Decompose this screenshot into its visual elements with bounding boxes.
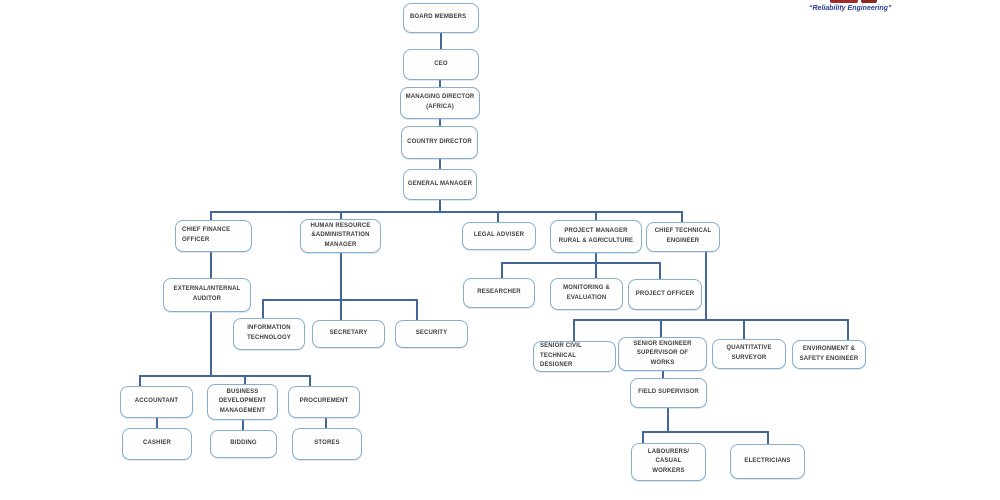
connector-line bbox=[242, 420, 244, 430]
org-node-po: PROJECT OFFICER bbox=[628, 279, 702, 310]
connector-line bbox=[662, 371, 664, 378]
org-node-auditor: EXTERNAL/INTERNAL AUDITOR bbox=[163, 278, 251, 312]
connector-line bbox=[210, 211, 683, 213]
connector-line bbox=[244, 376, 246, 384]
connector-line bbox=[439, 159, 441, 169]
connector-line bbox=[139, 376, 141, 386]
connector-line bbox=[340, 212, 342, 219]
connector-line bbox=[440, 33, 442, 49]
org-node-stores: STORES bbox=[292, 428, 362, 460]
org-node-cd: COUNTRY DIRECTOR bbox=[401, 126, 478, 159]
connector-line bbox=[573, 319, 849, 321]
connector-line bbox=[681, 212, 683, 222]
connector-line bbox=[595, 263, 597, 278]
connector-line bbox=[705, 252, 707, 320]
org-node-it: INFORMATION TECHNOLOGY bbox=[233, 318, 305, 350]
connector-line bbox=[340, 253, 342, 300]
org-node-board: BOARD MEMBERS bbox=[403, 3, 479, 33]
org-node-qs: QUANTITATIVE SURVEYOR bbox=[712, 339, 786, 369]
connector-line bbox=[262, 300, 264, 318]
org-node-accountant: ACCOUNTANT bbox=[120, 386, 193, 418]
connector-line bbox=[210, 212, 212, 220]
company-logo-fragment-icon bbox=[861, 0, 877, 3]
connector-line bbox=[439, 200, 441, 212]
connector-line bbox=[139, 375, 311, 377]
org-node-procurement: PROCUREMENT bbox=[288, 386, 360, 418]
org-node-secretary: SECRETARY bbox=[312, 320, 385, 348]
connector-line bbox=[659, 263, 661, 279]
org-node-ses: SENIOR ENGINEER SUPERVISOR OF WORKS bbox=[618, 337, 707, 371]
connector-line bbox=[325, 418, 327, 428]
org-node-security: SECURITY bbox=[395, 320, 468, 348]
org-node-bidding: BIDDING bbox=[210, 430, 277, 458]
org-node-cte: CHIEF TECHNICAL ENGINEER bbox=[646, 222, 720, 252]
connector-line bbox=[210, 252, 212, 278]
connector-line bbox=[439, 80, 441, 87]
connector-line bbox=[497, 212, 499, 222]
connector-line bbox=[595, 212, 597, 220]
org-node-ceo: CEO bbox=[403, 49, 479, 80]
connector-line bbox=[667, 408, 669, 432]
connector-line bbox=[210, 312, 212, 376]
org-node-pm: PROJECT MANAGER RURAL & AGRICULTURE bbox=[550, 220, 642, 253]
company-logo-fragment-icon bbox=[830, 0, 858, 3]
org-node-scd: SENIOR CIVIL TECHNICAL DESIGNER bbox=[533, 341, 616, 372]
org-node-legal: LEGAL ADVISER bbox=[462, 222, 536, 250]
connector-line bbox=[340, 300, 342, 320]
connector-line bbox=[642, 432, 644, 443]
org-node-fieldsup: FIELD SUPERVISOR bbox=[630, 378, 707, 408]
org-node-md: MANAGING DIRECTOR (AFRICA) bbox=[400, 87, 480, 119]
org-node-hr: HUMAN RESOURCE &ADMINISTRATION MANAGER bbox=[300, 219, 381, 253]
connector-line bbox=[660, 320, 662, 337]
connector-line bbox=[416, 300, 418, 320]
brand-tagline: “Reliability Engineering” bbox=[809, 5, 892, 12]
connector-line bbox=[501, 262, 661, 264]
org-node-researcher: RESEARCHER bbox=[463, 278, 535, 308]
connector-line bbox=[642, 431, 769, 433]
connector-line bbox=[573, 320, 575, 341]
org-node-me: MONITORING & EVALUATION bbox=[550, 278, 623, 310]
connector-line bbox=[501, 263, 503, 278]
org-node-bdm: BUSINESS DEVELOPMENT MANAGEMENT bbox=[207, 384, 278, 420]
connector-line bbox=[438, 119, 441, 126]
org-node-labourers: LABOURERS/ CASUAL WORKERS bbox=[631, 443, 706, 481]
org-node-cfo: CHIEF FINANCE OFFICER bbox=[175, 220, 252, 252]
connector-line bbox=[156, 418, 158, 428]
connector-line bbox=[847, 320, 849, 340]
connector-line bbox=[767, 432, 769, 444]
connector-line bbox=[595, 253, 597, 263]
org-node-ese: ENVIRONMENT & SAFETY ENGINEER bbox=[792, 340, 866, 369]
org-node-electricians: ELECTRICIANS bbox=[730, 444, 805, 479]
org-node-cashier: CASHIER bbox=[122, 428, 192, 460]
connector-line bbox=[309, 376, 311, 386]
org-node-gm: GENERAL MANAGER bbox=[403, 169, 477, 200]
connector-line bbox=[743, 320, 745, 339]
